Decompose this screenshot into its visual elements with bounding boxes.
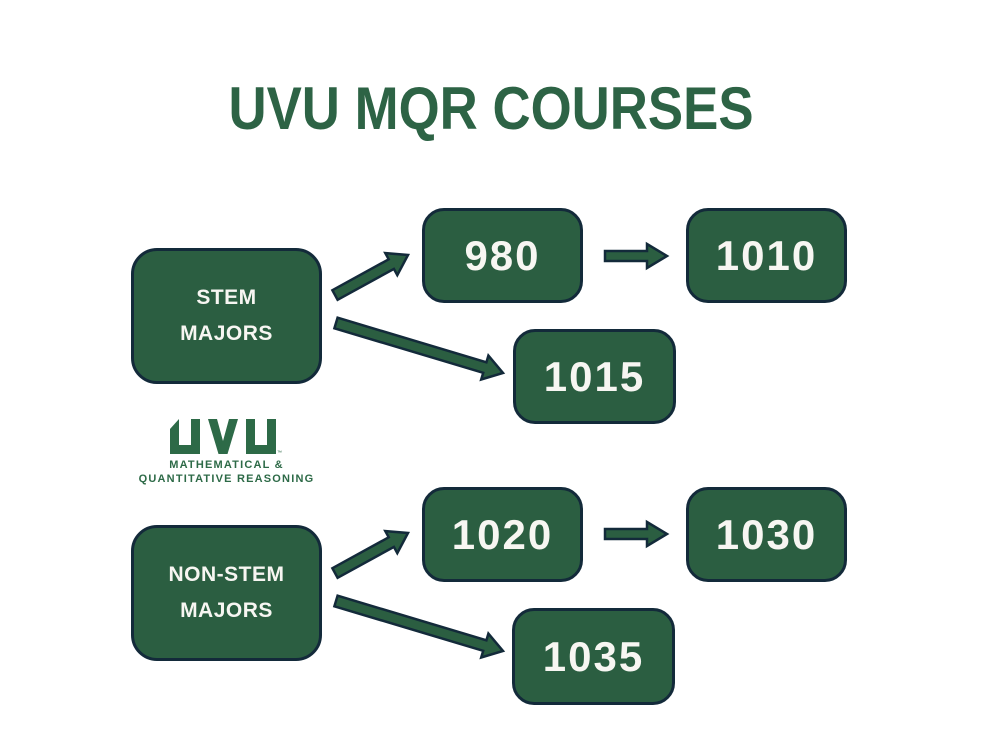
node-course-1030: 1030: [686, 487, 847, 582]
uvu-mqr-logo: ™ MATHEMATICAL & QUANTITATIVE REASONING: [131, 418, 322, 486]
node-nonstem-majors: NON-STEM MAJORS: [131, 525, 322, 661]
course-number: 980: [464, 231, 541, 279]
course-number: 1010: [715, 231, 818, 279]
arrow-nonstem-to-1020: [330, 529, 410, 580]
course-number: 1030: [715, 510, 818, 558]
node-label-line1: STEM: [196, 286, 257, 309]
arrow-980-to-1010: [603, 241, 670, 271]
arrow-stem-to-1015: [332, 316, 506, 382]
arrow-nonstem-to-1035: [332, 594, 506, 660]
node-course-1010: 1010: [686, 208, 847, 303]
page-title: UVU MQR COURSES: [228, 75, 754, 142]
node-label-line2: MAJORS: [180, 599, 273, 622]
uvu-wordmark-icon: ™: [169, 419, 282, 455]
course-number: 1035: [542, 632, 645, 680]
logo-text-line2: QUANTITATIVE REASONING: [138, 473, 315, 485]
node-course-1035: 1035: [512, 608, 675, 705]
node-course-1015: 1015: [513, 329, 676, 424]
node-course-1020: 1020: [422, 487, 583, 582]
node-stem-majors: STEM MAJORS: [131, 248, 322, 384]
course-number: 1020: [451, 510, 554, 558]
trademark-symbol: ™: [277, 450, 282, 455]
arrow-1020-to-1030: [603, 519, 670, 549]
node-label-line1: NON-STEM: [168, 563, 285, 586]
logo-text-line1: MATHEMATICAL &: [169, 459, 284, 471]
node-course-980: 980: [422, 208, 583, 303]
course-number: 1015: [543, 352, 646, 400]
arrow-stem-to-980: [330, 251, 410, 302]
node-label-line2: MAJORS: [180, 322, 273, 345]
